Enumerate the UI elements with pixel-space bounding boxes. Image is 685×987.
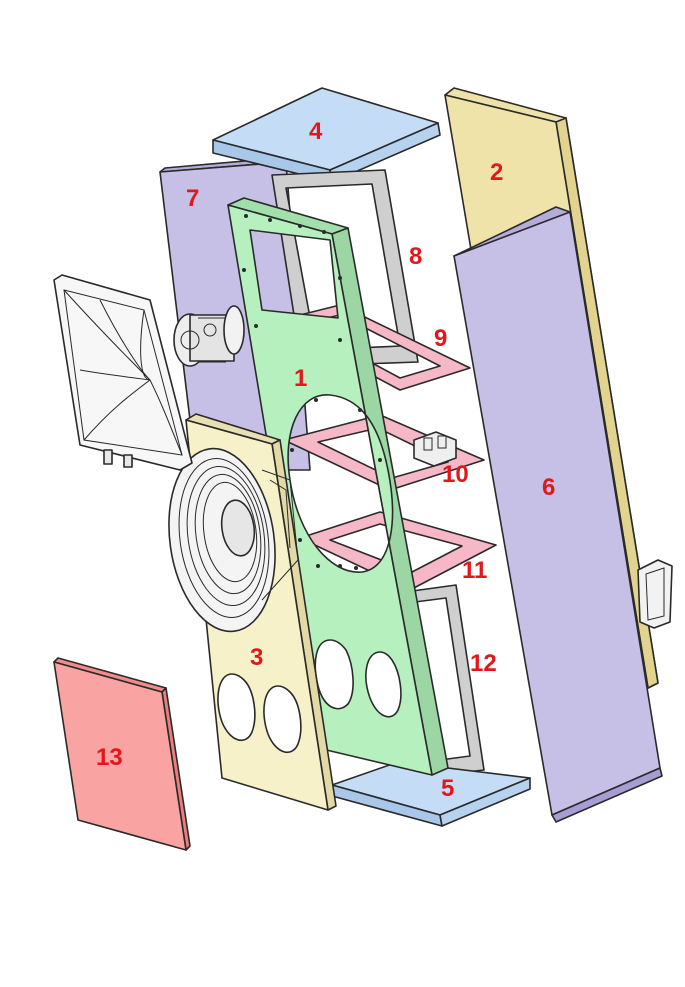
terminal-block (413, 431, 457, 467)
top-panel (212, 87, 441, 183)
front-baffle-face (227, 204, 433, 776)
front-baffle (227, 197, 449, 776)
label-13: 13 (96, 744, 123, 771)
middle-brace (283, 414, 485, 491)
label-10: 10 (442, 461, 469, 488)
back-bracket (637, 559, 673, 629)
label-7: 7 (186, 185, 199, 212)
grille-panel-face (53, 661, 187, 851)
label-12: 12 (470, 650, 497, 677)
horn-assembly (53, 274, 245, 471)
bottom-panel (331, 761, 531, 827)
baffle-screw-holes (242, 214, 382, 570)
right-side-panel (453, 206, 663, 823)
horn-flare (53, 274, 193, 471)
grille-panel (53, 657, 191, 851)
woofer-driver (168, 447, 299, 633)
compression-driver (173, 305, 245, 367)
label-6: 6 (542, 474, 555, 501)
label-9: 9 (434, 325, 447, 352)
label-3: 3 (250, 644, 263, 671)
label-1: 1 (294, 365, 307, 392)
part-labels: 1 2 3 4 5 6 7 8 9 10 11 12 13 (96, 118, 555, 802)
label-2: 2 (490, 159, 503, 186)
label-4: 4 (309, 118, 323, 145)
label-8: 8 (409, 243, 422, 270)
label-5: 5 (441, 775, 454, 802)
label-11: 11 (462, 557, 487, 584)
